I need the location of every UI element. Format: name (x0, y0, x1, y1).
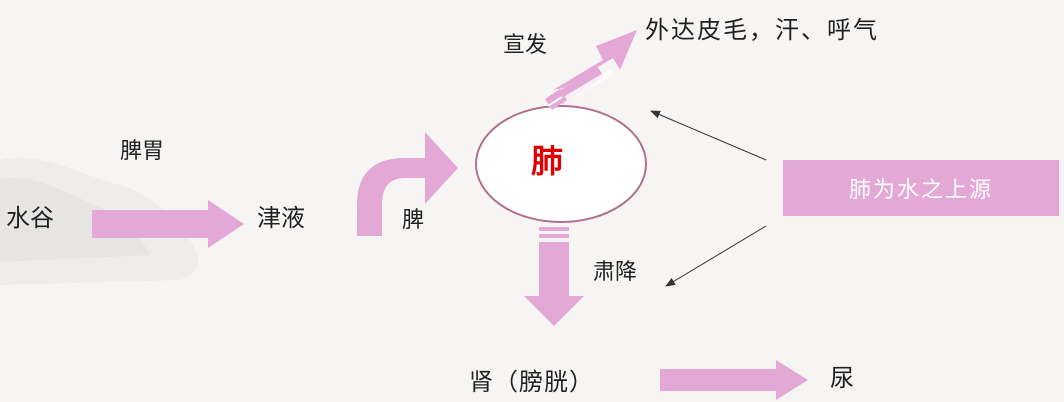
label-pi: 脾 (402, 208, 425, 233)
label-niao: 尿 (830, 364, 854, 392)
arrow-shuigu-to-jinye (92, 200, 244, 248)
label-sujiang: 肃降 (593, 260, 638, 285)
label-lung: 肺 (531, 142, 564, 180)
label-piwei: 脾胃 (120, 139, 165, 164)
background-hills-shade (0, 178, 150, 262)
label-shuigu: 水谷 (6, 204, 54, 232)
arrow-shen-to-niao (660, 360, 808, 400)
label-shen: 肾（膀胱） (469, 368, 594, 396)
lung-circle (475, 105, 647, 223)
lung-water-source-box: 肺为水之上源 (783, 160, 1059, 216)
label-xuanfa: 宣发 (503, 33, 548, 58)
thin-arrow-to-sujiang (665, 225, 767, 287)
arrow-xuanfa (545, 30, 637, 110)
label-jinye: 津液 (257, 204, 305, 232)
arrow-sujiang (524, 227, 584, 326)
label-top-outcome: 外达皮毛，汗、呼气 (645, 16, 879, 44)
thin-arrow-to-lung (650, 110, 767, 161)
arrow-pi-curved (357, 132, 458, 236)
